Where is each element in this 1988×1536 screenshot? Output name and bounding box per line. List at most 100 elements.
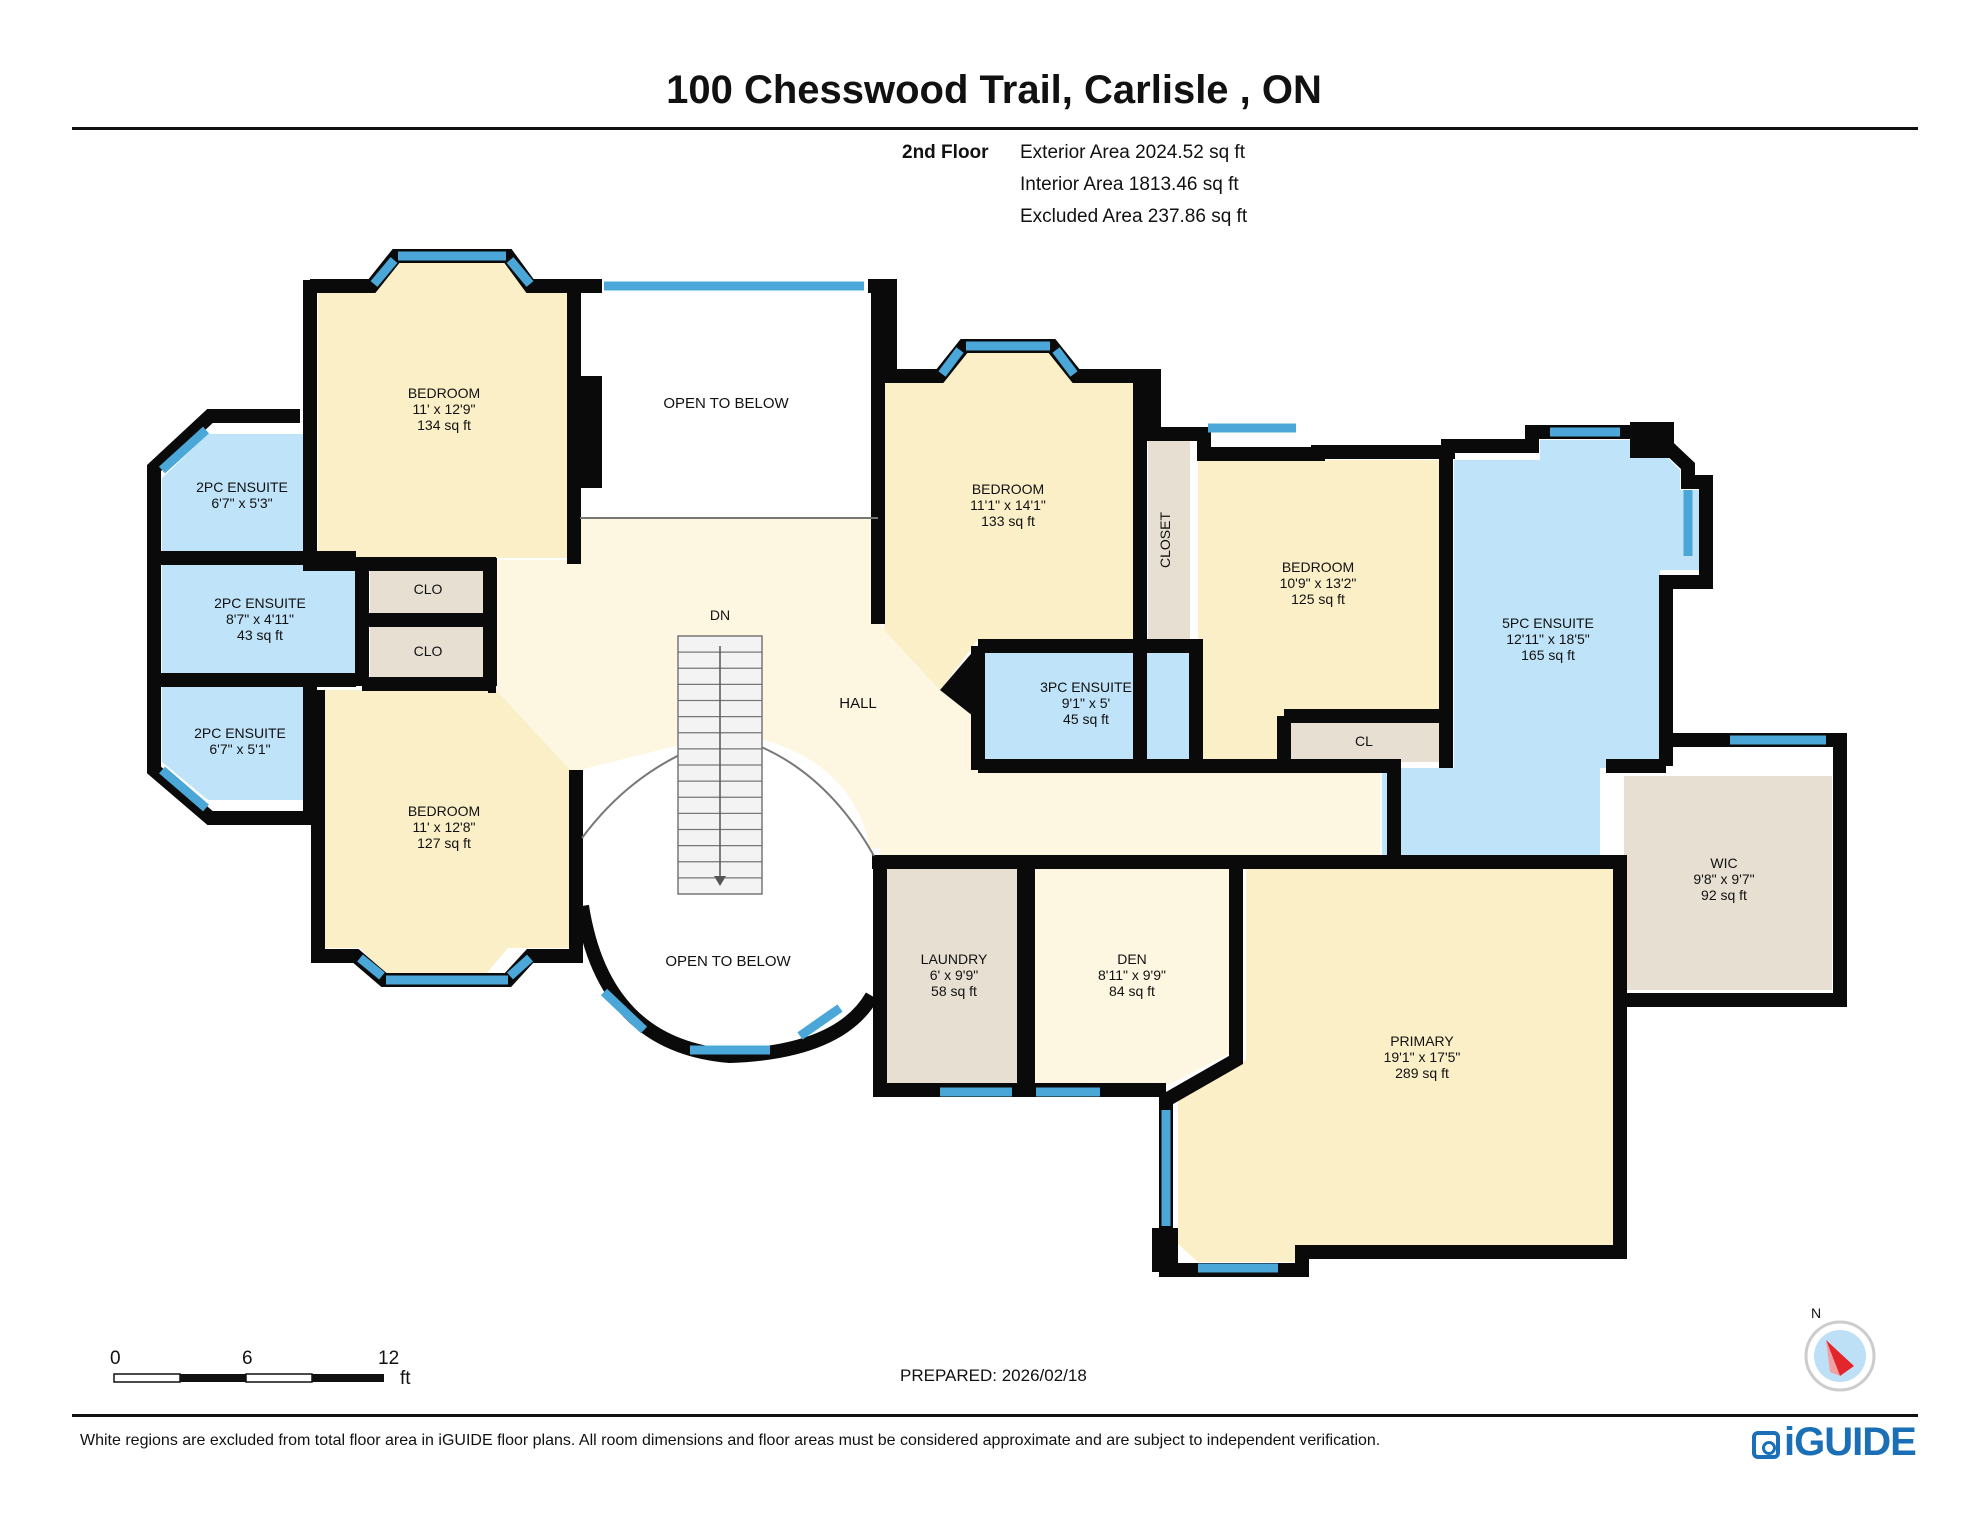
wall-pier-5pc [1630, 422, 1674, 458]
scale-tick-12: 12 [378, 1348, 400, 1369]
bedroom-mid-area: 133 sq ft [981, 513, 1035, 529]
bedroom-mid-name: BEDROOM [972, 481, 1044, 497]
clo-1-label: CLO [414, 581, 443, 597]
scale-bar [113, 1373, 384, 1383]
bedroom-ne-name: BEDROOM [1282, 559, 1354, 575]
bedroom-ne-area: 125 sq ft [1291, 591, 1345, 607]
bedroom-sw-area: 127 sq ft [417, 835, 471, 851]
clo-2-label: CLO [414, 643, 443, 659]
ensuite-2pc-top-name: 2PC ENSUITE [196, 479, 288, 495]
bedroom-mid-dims: 11'1" x 14'1" [970, 497, 1046, 513]
open-below-top-label: OPEN TO BELOW [663, 395, 789, 412]
ensuite-3pc-dims: 9'1" x 5' [1062, 695, 1110, 711]
iguide-logo-icon [1752, 1431, 1780, 1459]
ensuite-2pc-mid-dims: 8'7" x 4'11" [226, 611, 294, 627]
cl-label: CL [1355, 733, 1373, 749]
ensuite-5pc-anteroom-fill [1388, 774, 1494, 860]
scale-seg-1 [113, 1373, 181, 1383]
bedroom-sw-dims: 11' x 12'8" [413, 819, 476, 835]
ensuite-2pc-mid-area: 43 sq ft [237, 627, 283, 643]
open-below-top-fill [580, 292, 870, 518]
primary-area: 289 sq ft [1395, 1065, 1449, 1081]
scale-tick-0: 0 [110, 1348, 121, 1369]
scale-tick-6: 6 [242, 1348, 253, 1369]
floor-name: 2nd Floor [902, 142, 989, 163]
ensuite-5pc-fill [1382, 440, 1700, 860]
wic-name: WIC [1710, 855, 1737, 871]
stair-arrow-head [714, 876, 726, 886]
bedroom-ne-dims: 10'9" x 13'2" [1280, 575, 1357, 591]
ensuite-3pc-name: 3PC ENSUITE [1040, 679, 1132, 695]
exterior-area: Exterior Area 2024.52 sq ft [1020, 142, 1245, 163]
ensuite-2pc-bot-fill [162, 686, 310, 800]
wic-dims: 9'8" x 9'7" [1693, 871, 1754, 887]
scale-unit: ft [400, 1368, 411, 1389]
laundry-name: LAUNDRY [921, 951, 988, 967]
ensuite-2pc-mid-fill [162, 564, 358, 674]
iguide-logo-text: iGUIDE [1784, 1420, 1917, 1464]
laundry-dims: 6' x 9'9" [930, 967, 978, 983]
interior-area: Interior Area 1813.46 sq ft [1020, 174, 1239, 195]
bedroom-nw-dims: 11' x 12'9" [413, 401, 476, 417]
header-divider [72, 127, 1918, 130]
stair-dn-label: DN [710, 607, 730, 623]
den-dims: 8'11" x 9'9" [1098, 967, 1166, 983]
bedroom-nw-fill [318, 262, 568, 558]
ensuite-2pc-top-dims: 6'7" x 5'3" [211, 495, 272, 511]
clo-2-fill [370, 626, 488, 678]
laundry-area: 58 sq ft [931, 983, 977, 999]
open-below-round-label: OPEN TO BELOW [665, 953, 791, 970]
walls [147, 249, 1847, 1277]
compass-needle-icon [1826, 1340, 1854, 1376]
windows [158, 251, 1826, 1273]
cl-fill [1290, 722, 1442, 762]
hall-label: HALL [839, 695, 877, 712]
disclaimer-text: White regions are excluded from total fl… [80, 1432, 1381, 1449]
scale-seg-4 [312, 1374, 384, 1382]
ensuite-2pc-bot-dims: 6'7" x 5'1" [209, 741, 270, 757]
ensuite-3pc-area: 45 sq ft [1063, 711, 1109, 727]
ensuite-3pc-fill [984, 650, 1190, 760]
round-opening-wall [575, 904, 879, 1064]
compass-icon [1804, 1320, 1876, 1392]
wall-blocks [578, 376, 1674, 1272]
ensuite-2pc-bot-name: 2PC ENSUITE [194, 725, 286, 741]
wall-angle-bedroom-mid [940, 648, 978, 720]
scale-seg-3 [245, 1373, 313, 1383]
clo-1-fill [370, 564, 488, 614]
bedroom-sw-fill [318, 690, 570, 974]
ensuite-5pc-name: 5PC ENSUITE [1502, 615, 1594, 631]
hall-fill [496, 518, 1380, 860]
bedroom-mid-fill [884, 352, 1140, 690]
scale-seg-2 [180, 1374, 246, 1382]
den-area: 84 sq ft [1109, 983, 1155, 999]
primary-name: PRIMARY [1390, 1033, 1454, 1049]
open-below-round-fill [580, 737, 872, 1060]
bedroom-sw-name: BEDROOM [408, 803, 480, 819]
room-fills [162, 262, 1832, 1262]
bedroom-nw-area: 134 sq ft [417, 417, 471, 433]
ensuite-5pc-area: 165 sq ft [1521, 647, 1575, 663]
ensuite-2pc-top-fill [162, 434, 310, 552]
bedroom-nw-name: BEDROOM [408, 385, 480, 401]
primary-dims: 19'1" x 17'5" [1384, 1049, 1461, 1065]
property-address-title: 100 Chesswood Trail, Carlisle , ON [666, 68, 1322, 112]
prepared-date: PREPARED: 2026/02/18 [900, 1366, 1087, 1385]
compass-north-label: N [1811, 1305, 1821, 1321]
footer-divider [72, 1414, 1918, 1417]
compass-tail [1826, 1340, 1840, 1376]
wic-area: 92 sq ft [1701, 887, 1747, 903]
ensuite-5pc-dims: 12'11" x 18'5" [1506, 631, 1590, 647]
room-labels: BEDROOM 11' x 12'9" 134 sq ft OPEN TO BE… [194, 385, 1755, 1081]
closet-fill [1148, 440, 1190, 640]
wall-pier-primary [1152, 1228, 1178, 1272]
ensuite-2pc-mid-name: 2PC ENSUITE [214, 595, 306, 611]
iguide-logo: iGUIDE [1752, 1420, 1917, 1465]
den-name: DEN [1117, 951, 1147, 967]
excluded-area: Excluded Area 237.86 sq ft [1020, 206, 1248, 227]
closet-label: CLOSET [1157, 512, 1173, 568]
wic-fill [1624, 776, 1832, 990]
wall-pier-top [578, 376, 602, 488]
